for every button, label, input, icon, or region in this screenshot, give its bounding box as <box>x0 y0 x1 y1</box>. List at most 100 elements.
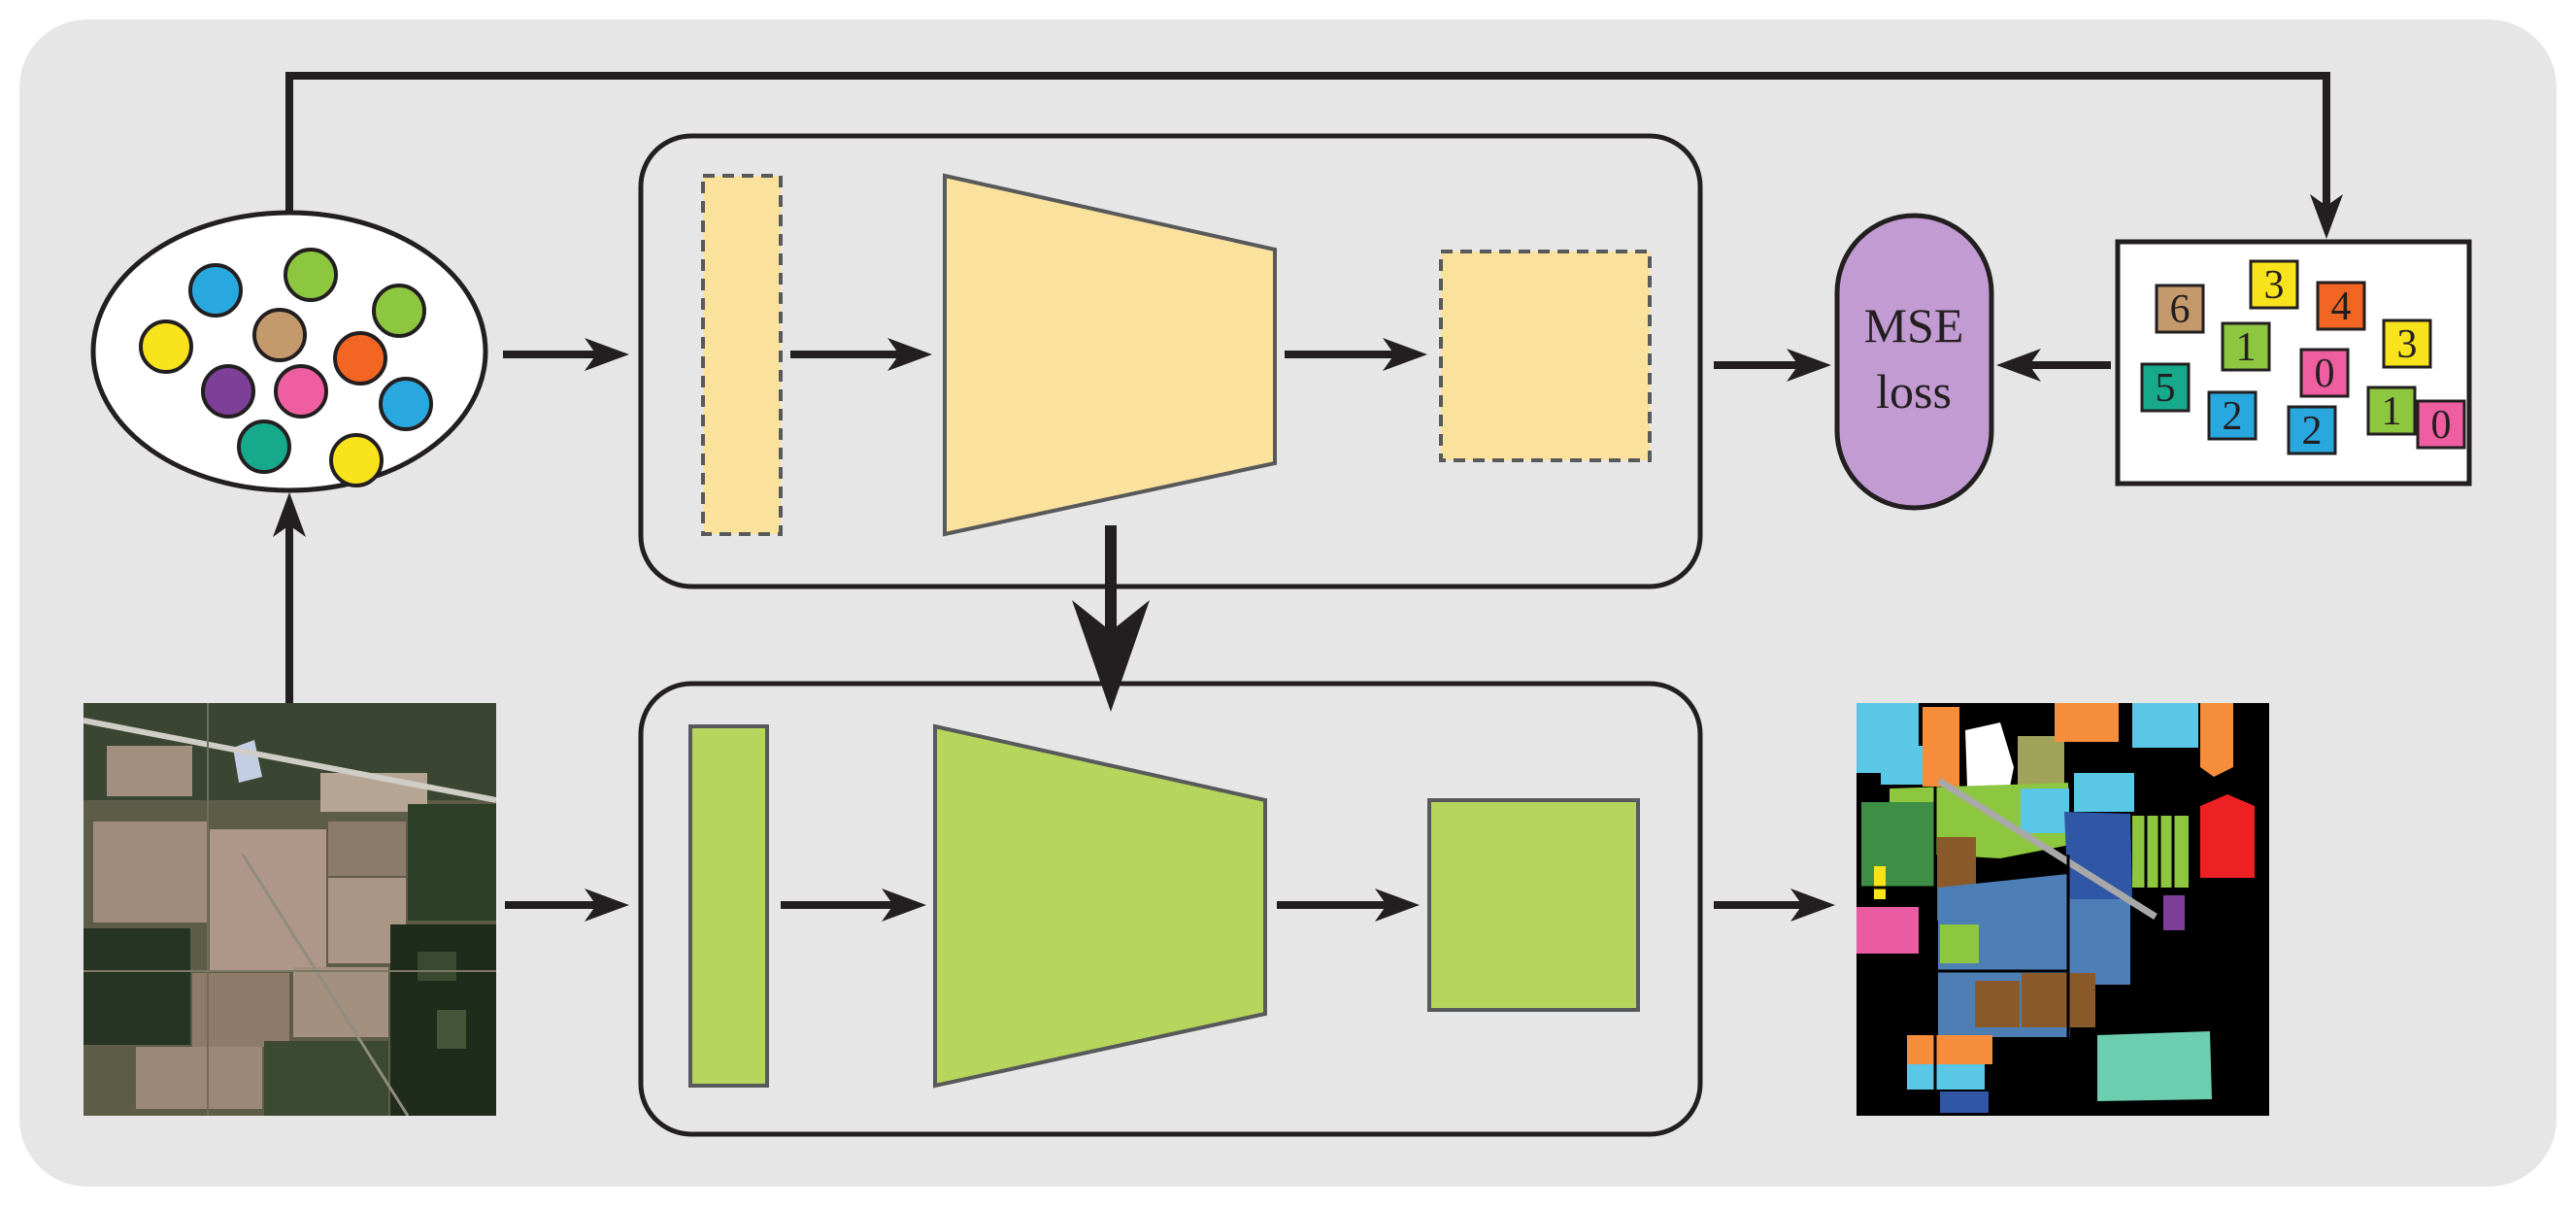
field-patch <box>328 822 406 876</box>
label-tag-box <box>2416 399 2466 450</box>
label-tag: 0 <box>2299 348 2350 398</box>
label-tag-digit: 5 <box>2156 366 2176 411</box>
mse-loss-node: MSE loss <box>1834 213 1994 511</box>
class-region <box>2021 789 2069 833</box>
sample-cluster <box>90 210 488 493</box>
field-patch <box>210 829 326 971</box>
sample-dot <box>372 284 426 338</box>
sample-dot <box>274 364 328 419</box>
label-tag-digit: 6 <box>2170 287 2191 332</box>
field-patch <box>107 746 192 796</box>
label-tag: 5 <box>2140 362 2191 413</box>
label-tag-box <box>2155 284 2205 334</box>
field-patch <box>437 1010 466 1049</box>
top-box-frame <box>638 133 1703 589</box>
class-region <box>1965 722 2014 787</box>
label-tag-box <box>2140 362 2191 413</box>
label-tag-digit: 4 <box>2331 285 2352 329</box>
field-patch <box>293 967 388 1037</box>
class-region <box>1861 802 1935 888</box>
label-tag-box <box>2207 390 2258 441</box>
sample-dot <box>188 263 243 318</box>
label-tag-digit: 2 <box>2223 394 2243 439</box>
top-encoder-trapezoid <box>943 173 1277 537</box>
road <box>241 854 410 1116</box>
sample-dot <box>139 319 193 374</box>
field-patch <box>418 952 456 981</box>
class-region <box>1907 1035 1992 1064</box>
label-tag-box <box>2316 281 2366 331</box>
label-tag: 3 <box>2382 319 2432 369</box>
label-tag-digit: 2 <box>2302 409 2323 453</box>
label-tag: 6 <box>2155 284 2205 334</box>
label-tag: 2 <box>2287 405 2337 455</box>
class-region <box>1940 924 1979 963</box>
label-tag-box <box>2249 259 2299 310</box>
bottom-output-block <box>1427 798 1640 1012</box>
class-region <box>2055 703 2119 742</box>
class-region <box>1857 907 1919 954</box>
class-region <box>2132 703 2198 748</box>
label-tag-box <box>2382 319 2432 369</box>
field-patch <box>408 804 496 921</box>
class-region <box>1975 981 2020 1027</box>
field-patch <box>136 1047 262 1109</box>
label-tag-box <box>2221 321 2271 372</box>
label-tag: 1 <box>2366 386 2417 436</box>
class-region <box>2097 1031 2212 1101</box>
class-region <box>2064 812 2132 899</box>
transfer-arrow <box>1072 525 1150 712</box>
mse-loss-line2: loss <box>1876 364 1952 419</box>
label-tag-box <box>2366 386 2417 436</box>
sample-dot <box>333 331 387 386</box>
sample-dot <box>329 433 384 487</box>
label-tag: 1 <box>2221 321 2271 372</box>
sample-dot <box>379 377 433 431</box>
sample-dot <box>284 248 338 302</box>
pseudo-label-box: 6 3 4 3 1 0 5 2 <box>2115 239 2472 487</box>
class-region <box>2022 973 2095 1027</box>
sample-dot <box>252 308 307 362</box>
label-tag-box <box>2299 348 2350 398</box>
label-tag: 3 <box>2249 259 2299 310</box>
sample-dot <box>237 419 291 474</box>
class-region <box>2163 895 2185 930</box>
label-tag-box <box>2287 405 2337 455</box>
label-tag: 2 <box>2207 390 2258 441</box>
label-tag-digit: 1 <box>2382 389 2402 434</box>
class-region <box>2200 703 2233 777</box>
class-region <box>1874 866 1886 899</box>
label-tag-digit: 3 <box>2264 263 2285 308</box>
bottom-box-frame <box>638 681 1703 1137</box>
class-region <box>2074 773 2134 812</box>
bottom-encoder-trapezoid <box>933 723 1267 1089</box>
label-tag: 4 <box>2316 281 2366 331</box>
satellite-image <box>84 703 496 1116</box>
bottom-input-block <box>688 724 769 1088</box>
top-output-block <box>1439 250 1652 462</box>
mse-loss-capsule <box>1834 213 1994 511</box>
class-region <box>2018 736 2064 785</box>
class-boundary <box>1937 778 2158 920</box>
class-region <box>1907 1064 1985 1090</box>
top-network-box <box>638 133 1703 589</box>
field-patch <box>84 928 190 1045</box>
top-input-block <box>701 174 783 536</box>
class-region <box>2068 899 2130 985</box>
class-region <box>1940 1091 1989 1113</box>
class-region <box>1923 707 1959 787</box>
label-tag-digit: 1 <box>2236 325 2257 370</box>
loop-arrow <box>285 72 2343 239</box>
class-region <box>1881 746 1929 785</box>
label-tag-digit: 0 <box>2315 352 2335 396</box>
mse-loss-line1: MSE <box>1864 298 1964 352</box>
field-patch <box>93 822 208 923</box>
transfer-arrow-head <box>1072 600 1150 712</box>
field-patch <box>264 1041 388 1116</box>
bottom-network-box <box>638 681 1703 1137</box>
classification-map <box>1857 703 2269 1116</box>
label-tag-digit: 0 <box>2431 403 2452 448</box>
class-region <box>2200 794 2255 878</box>
label-tag-digit: 3 <box>2397 322 2418 367</box>
